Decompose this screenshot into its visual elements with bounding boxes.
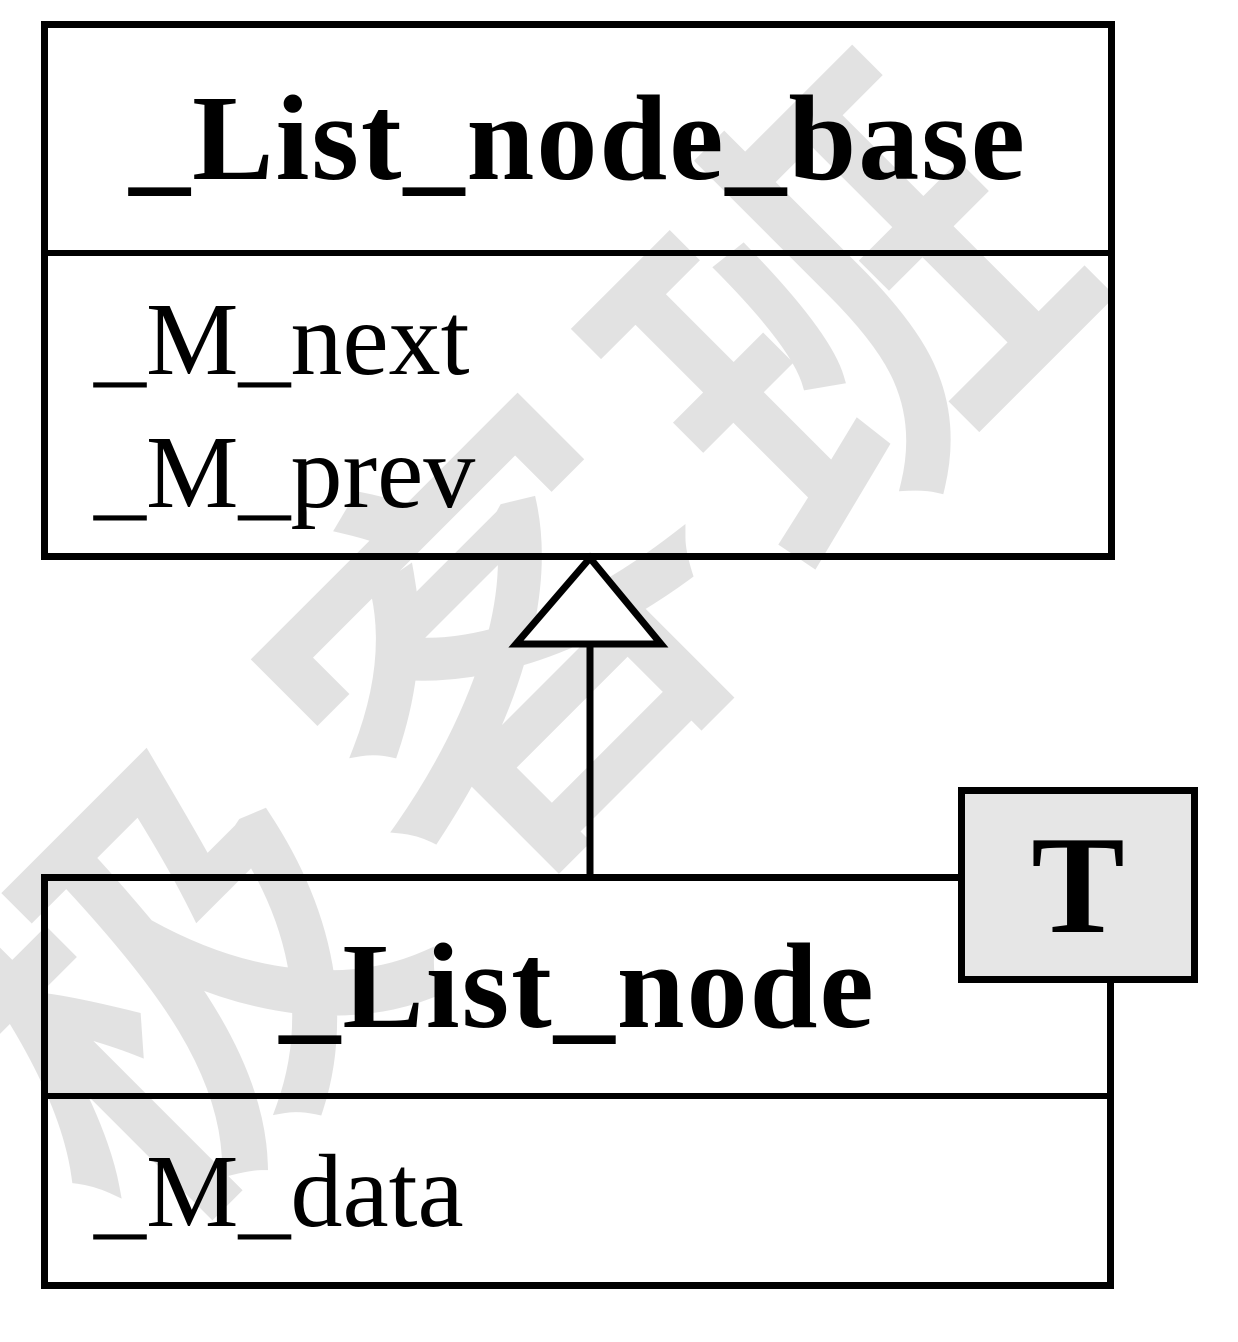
class-name-list-node-base: _List_node_base — [48, 28, 1108, 256]
member-m-prev: _M_prev — [94, 415, 476, 530]
template-param-box: T — [958, 787, 1198, 983]
class-name-list-node: _List_node — [48, 881, 1107, 1099]
member-m-data: _M_data — [94, 1134, 464, 1249]
class-box-list-node-base: _List_node_base _M_next _M_prev — [41, 21, 1115, 560]
member-list-base: _M_next _M_prev — [48, 256, 1108, 539]
template-param-label: T — [1031, 807, 1125, 963]
member-list-derived: _M_data — [48, 1099, 1107, 1258]
class-box-list-node: _List_node _M_data — [41, 874, 1114, 1289]
member-m-next: _M_next — [94, 282, 470, 397]
